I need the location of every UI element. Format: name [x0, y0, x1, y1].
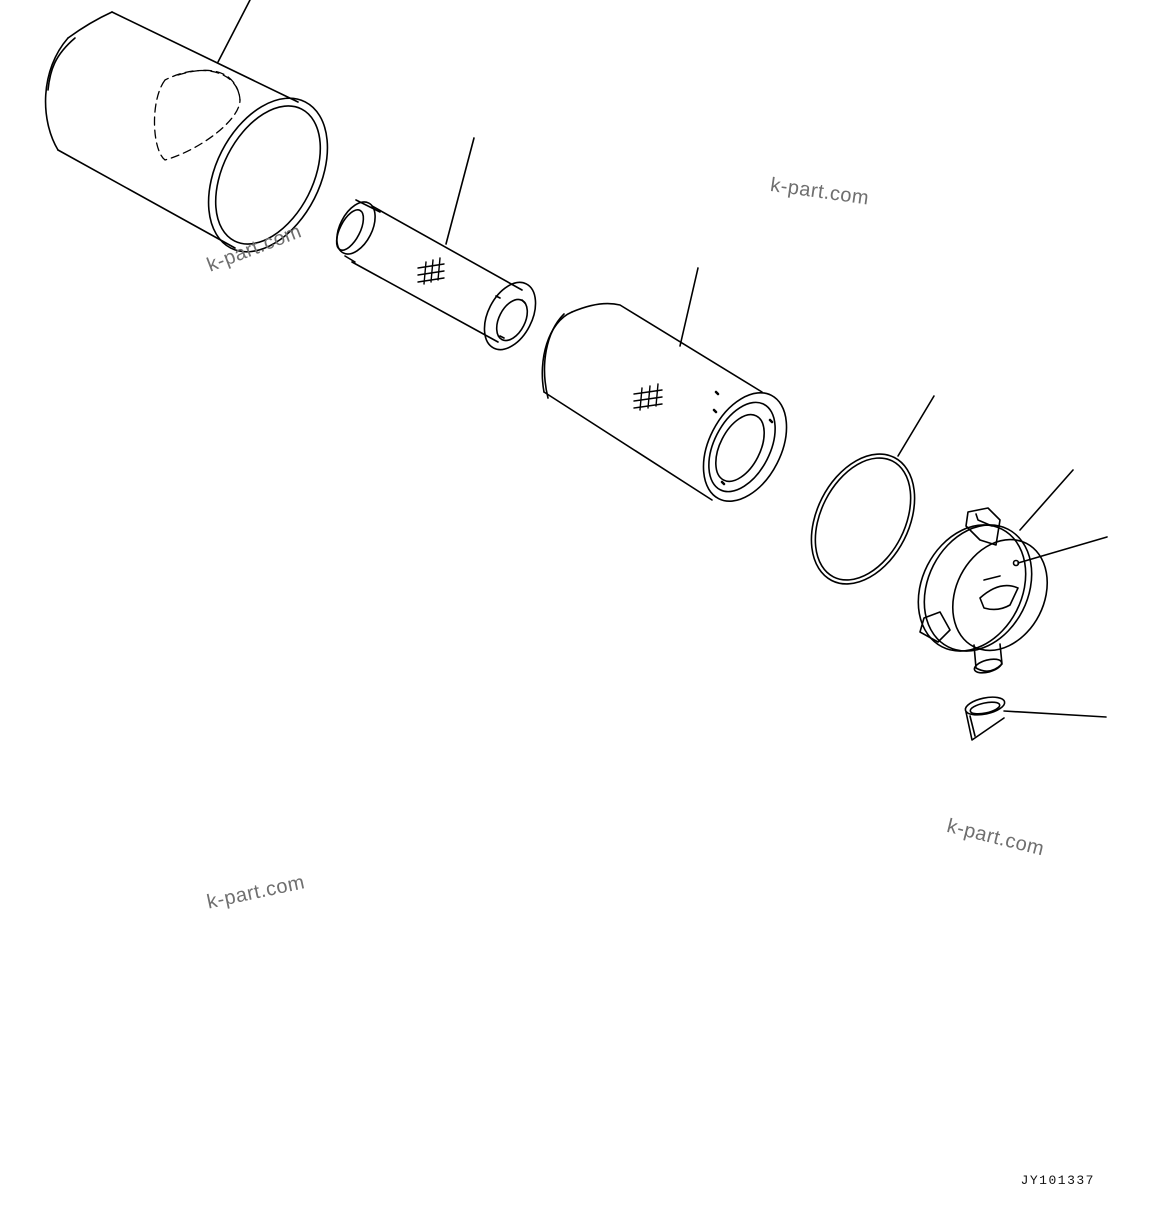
drawing-code: JY101337	[1020, 1173, 1095, 1188]
o-ring	[810, 395, 935, 585]
outer-filter-element	[541, 267, 788, 503]
housing-body	[44, 0, 329, 253]
dust-ejector-valve	[964, 696, 1107, 741]
inner-safety-element	[335, 137, 537, 351]
end-cover	[917, 469, 1108, 674]
